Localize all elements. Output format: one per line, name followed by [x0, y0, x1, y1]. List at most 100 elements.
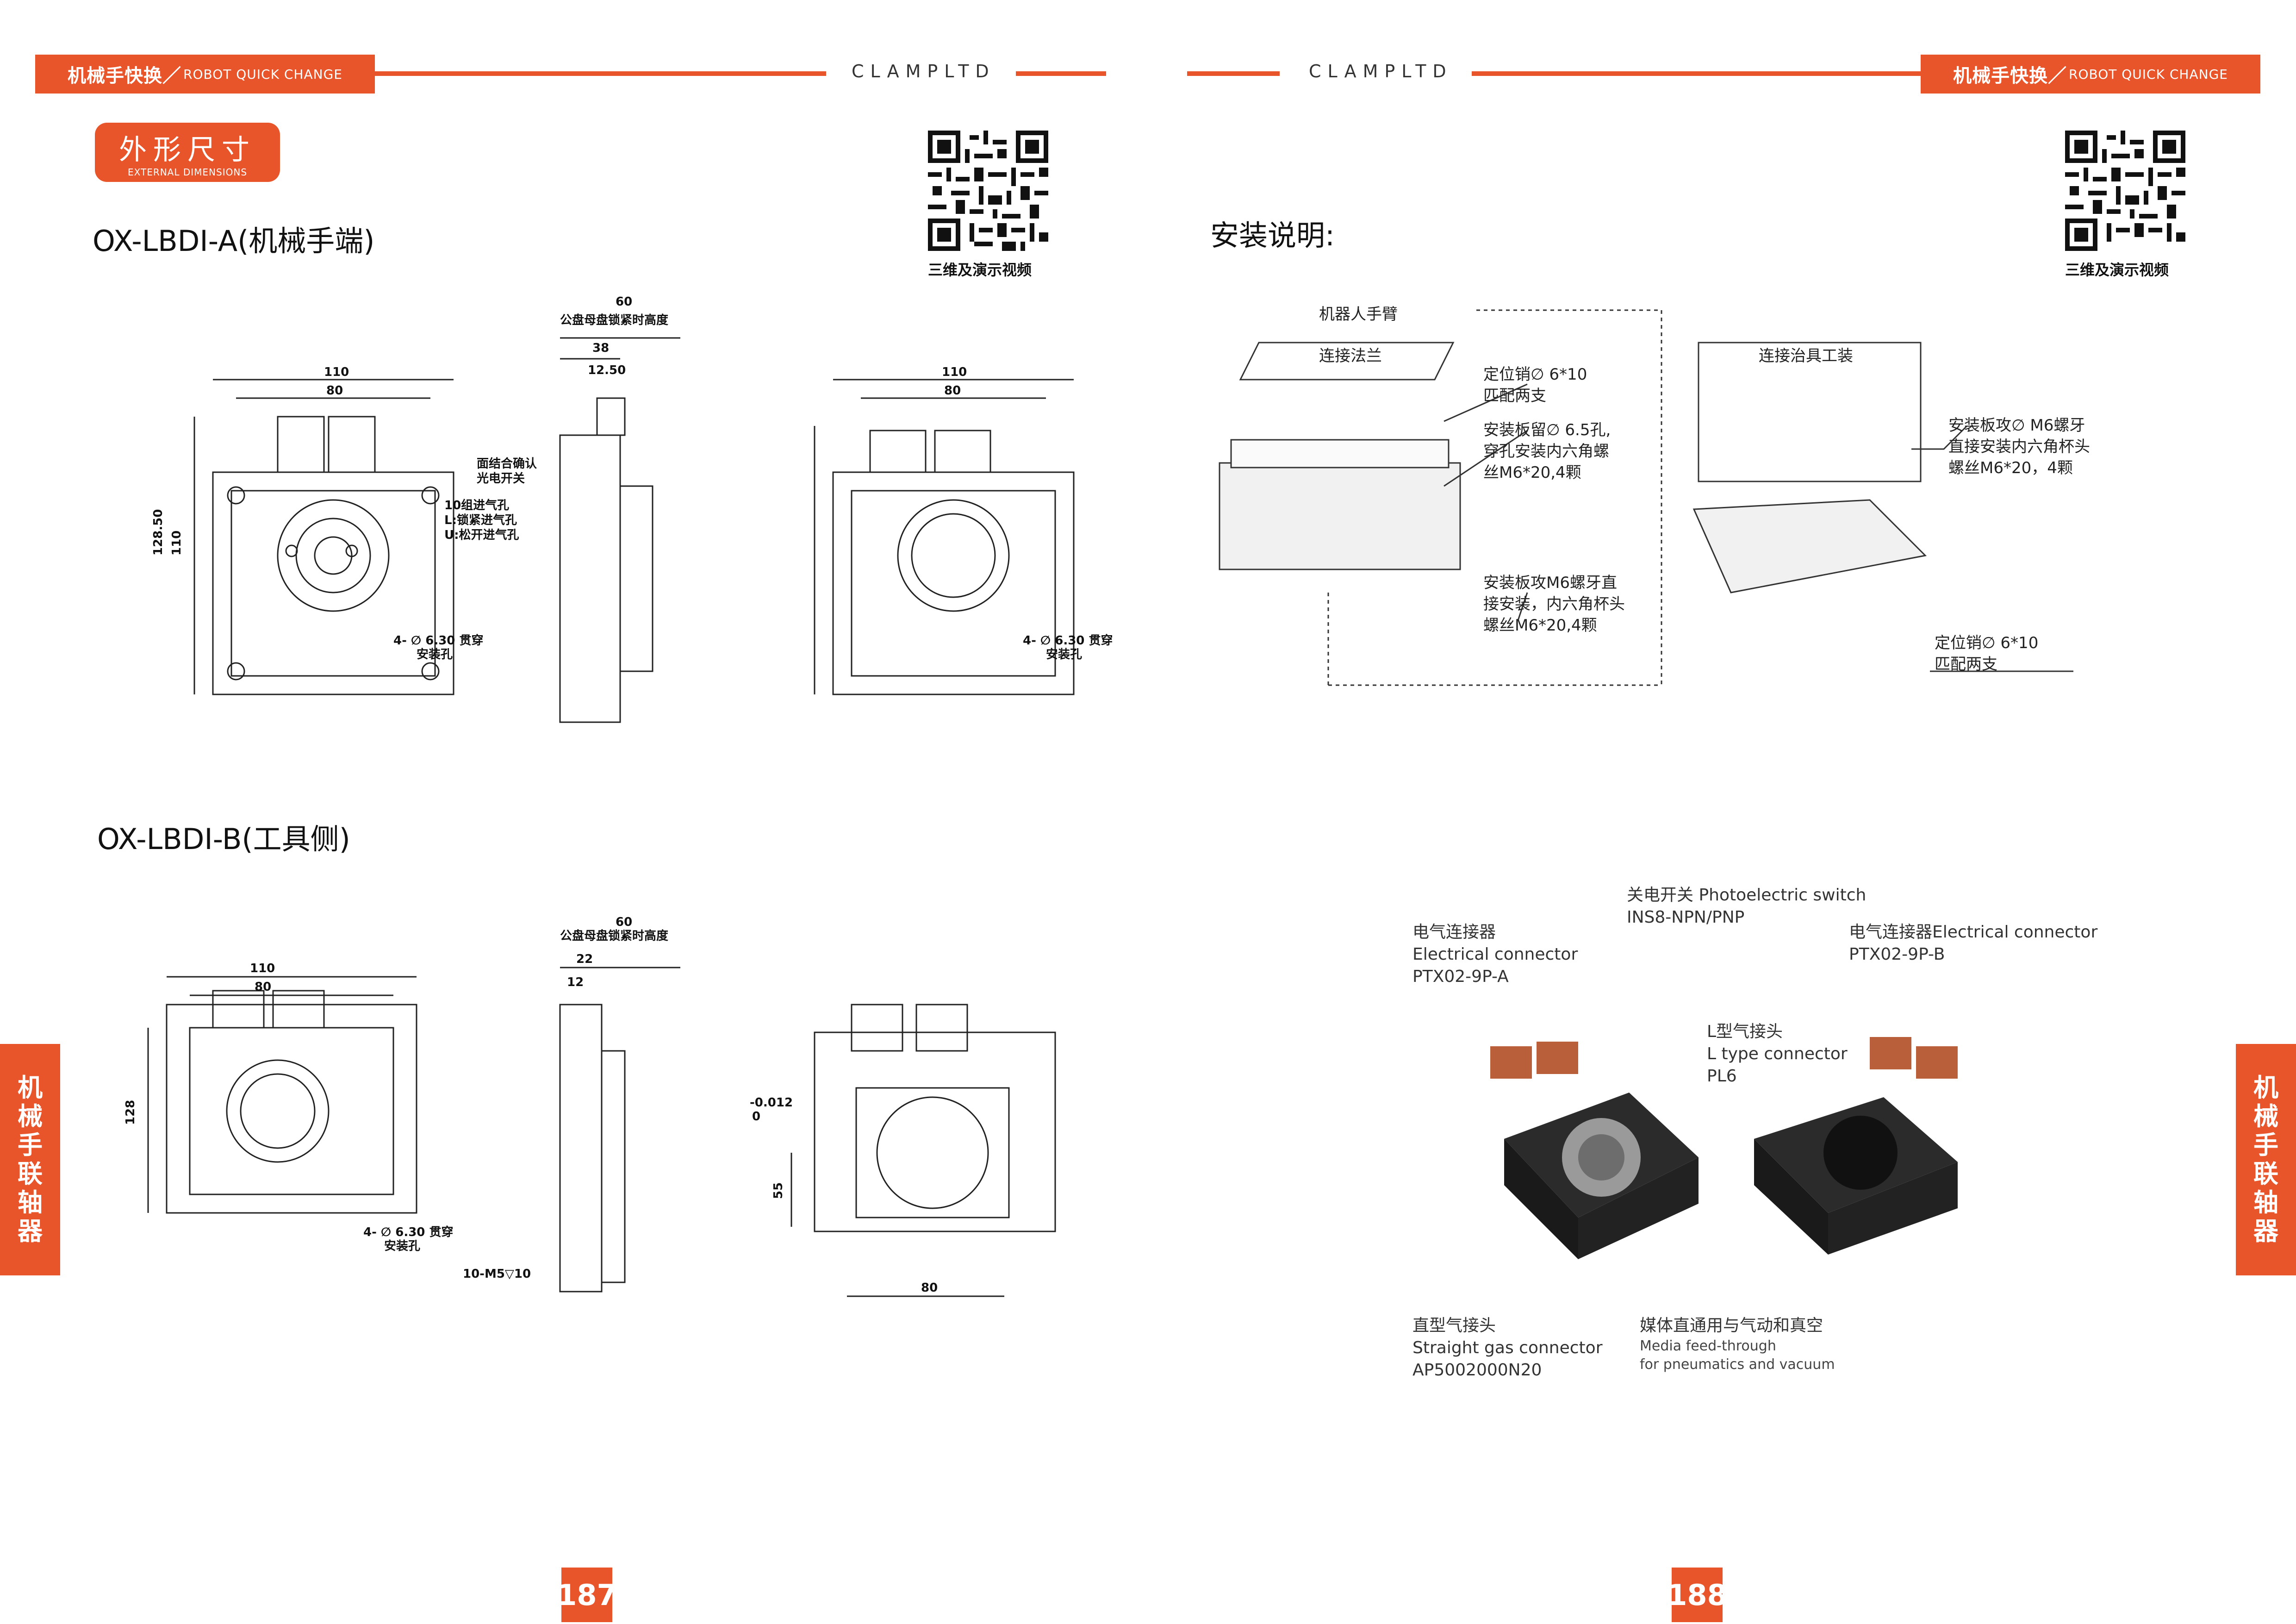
comp-media: 媒体直通用与气动和真空 Media feed-through for pneum… [1640, 1315, 1835, 1374]
drawing-model-a: 110 80 128.50 110 60 公盘母盘锁紧时高度 38 12.50 … [151, 295, 1113, 723]
comp-l-type-3: PL6 [1707, 1067, 1737, 1086]
side-char-r-1: 机 [2253, 1073, 2278, 1102]
title-model-b: OX-LBDI-B(工具侧) [97, 822, 350, 856]
install-plate2-1: 安装板攻M6螺牙直 [1483, 574, 1617, 592]
side-char-r-5: 轴 [2253, 1188, 2278, 1217]
header-tab-cn: 机械手快换 [68, 65, 163, 87]
qr-caption-right: 三维及演示视频 [2065, 261, 2169, 279]
note-a-1: 面结合确认 [477, 456, 537, 471]
install-robot-arm: 机器人手臂 [1319, 305, 1398, 324]
dim-b-r-80: 80 [921, 1281, 938, 1295]
header-tab-left: 机械手快换 ／ ROBOT QUICK CHANGE [35, 55, 375, 94]
dim-a-12: 12.50 [588, 363, 626, 377]
qr-code-right [2065, 131, 2185, 251]
product-photo-illustration [1490, 1037, 1958, 1259]
dim-a-r-110: 110 [942, 365, 967, 379]
dim-a-110: 110 [324, 365, 349, 379]
drawing-model-b: 110 80 128 60 公盘母盘锁紧时高度 22 12 10-M5▽10 4… [124, 915, 1056, 1297]
side-label-left: 机 械 手 联 轴 器 [0, 1044, 60, 1275]
side-char-r-4: 联 [2253, 1159, 2278, 1188]
install-plate1-1: 安装板留∅ 6.5孔, [1483, 421, 1611, 439]
comp-connector-a: 电气连接器 Electrical connector PTX02-9P-A [1412, 921, 1578, 988]
section-badge: 外形尺寸 EXTERNAL DIMENSIONS [95, 123, 280, 182]
install-diagram: 机器人手臂 连接法兰 连接治具工装 定位销∅ 6*10 匹配两支 安装板留∅ 6… [1219, 305, 2090, 686]
dim-a-110v: 110 [170, 531, 184, 556]
install-pin2-1: 定位销∅ 6*10 [1935, 634, 2038, 652]
brand-right: CLAMPLTD [1309, 61, 1453, 81]
dim-b-thread: 10-M5▽10 [463, 1267, 531, 1281]
comp-straight-3: AP5002000N20 [1412, 1361, 1542, 1380]
comp-l-type-2: L type connector [1707, 1044, 1848, 1063]
install-title: 安装说明: [1210, 219, 1335, 252]
header-tab-right: 机械手快换 ／ ROBOT QUICK CHANGE [1921, 55, 2260, 94]
side-char-6: 器 [18, 1217, 43, 1246]
dim-b-55: 55 [772, 1182, 785, 1199]
install-plate2-3: 螺丝M6*20,4颗 [1483, 616, 1597, 635]
header-tab-sep: ／ [162, 65, 182, 87]
note-a-3: 10组进气孔 [444, 498, 509, 512]
dim-b-80: 80 [255, 980, 271, 994]
dim-a-60: 60 [616, 295, 632, 309]
comp-media-1: 媒体直通用与气动和真空 [1640, 1316, 1823, 1335]
comp-connector-b-1: 电气连接器Electrical connector [1849, 923, 2098, 942]
install-plate2-2: 接安装，内六角杯头 [1483, 595, 1625, 613]
comp-connector-b-2: PTX02-9P-B [1849, 945, 1945, 964]
hole-note-b-2: 安装孔 [384, 1239, 420, 1253]
install-pin1-1: 定位销∅ 6*10 [1483, 365, 1587, 384]
section-badge-cn: 外形尺寸 [119, 134, 256, 166]
hole-note-a: 4- ∅ 6.30 贯穿 [393, 633, 483, 648]
hole-note-a-r-2: 安装孔 [1046, 648, 1082, 662]
page-number-left: 187 [557, 1568, 617, 1622]
comp-photo-switch: 关电开关 Photoelectric switch INS8-NPN/PNP [1627, 884, 1866, 929]
hole-note-a-r: 4- ∅ 6.30 贯穿 [1023, 633, 1113, 648]
comp-connector-b: 电气连接器Electrical connector PTX02-9P-B [1849, 921, 2097, 966]
qr-caption-left: 三维及演示视频 [928, 261, 1032, 279]
dim-a-38: 38 [592, 341, 609, 355]
side-char-5: 轴 [18, 1188, 43, 1217]
brand-left: CLAMPLTD [852, 61, 996, 81]
comp-photo-switch-1: 关电开关 Photoelectric switch [1627, 886, 1867, 905]
header-rule-right-1 [1187, 71, 1280, 76]
dim-b-tol0: 0 [752, 1110, 760, 1124]
install-plate3-2: 直接安装内六角杯头 [1948, 437, 2090, 456]
header-tab-en-right: ROBOT QUICK CHANGE [2069, 66, 2228, 82]
comp-photo-switch-2: INS8-NPN/PNP [1627, 908, 1745, 927]
dim-b-60: 60 [616, 915, 632, 929]
header-tab-sep-right: ／ [2048, 65, 2067, 87]
dim-b-tol: -0.012 [750, 1096, 793, 1110]
install-pin2-2: 匹配两支 [1935, 655, 1997, 674]
header-tab-cn-right: 机械手快换 [1953, 65, 2048, 87]
install-flange: 连接法兰 [1319, 347, 1382, 365]
comp-media-2: Media feed-through [1640, 1338, 1776, 1354]
hole-note-a-2: 安装孔 [417, 648, 453, 662]
section-badge-en: EXTERNAL DIMENSIONS [127, 167, 248, 178]
side-char-3: 手 [18, 1131, 43, 1160]
dim-b-60-label: 公盘母盘锁紧时高度 [560, 929, 668, 943]
comp-l-type-1: L型气接头 [1707, 1022, 1783, 1041]
product-photo [1476, 1018, 1985, 1324]
dim-a-128: 128.50 [151, 509, 165, 556]
comp-connector-a-2: Electrical connector [1412, 945, 1578, 964]
header-rule-left-2 [1016, 71, 1106, 76]
dim-b-128: 128 [124, 1100, 137, 1125]
install-plate1-3: 丝M6*20,4颗 [1483, 463, 1581, 482]
side-char-1: 机 [18, 1073, 43, 1102]
qr-code-left [928, 131, 1048, 251]
comp-straight: 直型气接头 Straight gas connector AP5002000N2… [1412, 1315, 1603, 1381]
header-tab-en: ROBOT QUICK CHANGE [183, 66, 342, 82]
install-plate3-1: 安装板攻∅ M6螺牙 [1948, 416, 2085, 435]
side-char-r-3: 手 [2253, 1131, 2278, 1160]
page-number-right: 188 [1667, 1568, 1727, 1622]
side-char-2: 械 [18, 1102, 43, 1131]
side-label-right: 机 械 手 联 轴 器 [2236, 1044, 2296, 1275]
side-char-4: 联 [18, 1159, 43, 1188]
comp-straight-1: 直型气接头 [1412, 1316, 1496, 1335]
note-a-4: L:锁紧进气孔 [444, 513, 517, 527]
dim-a-80: 80 [326, 384, 343, 398]
comp-media-3: for pneumatics and vacuum [1640, 1356, 1835, 1373]
dim-b-12: 12 [567, 975, 584, 989]
dim-a-60-label: 公盘母盘锁紧时高度 [560, 313, 668, 327]
install-pin1-2: 匹配两支 [1483, 387, 1546, 405]
install-fixture: 连接治具工装 [1759, 347, 1853, 365]
dim-b-22: 22 [576, 952, 593, 966]
